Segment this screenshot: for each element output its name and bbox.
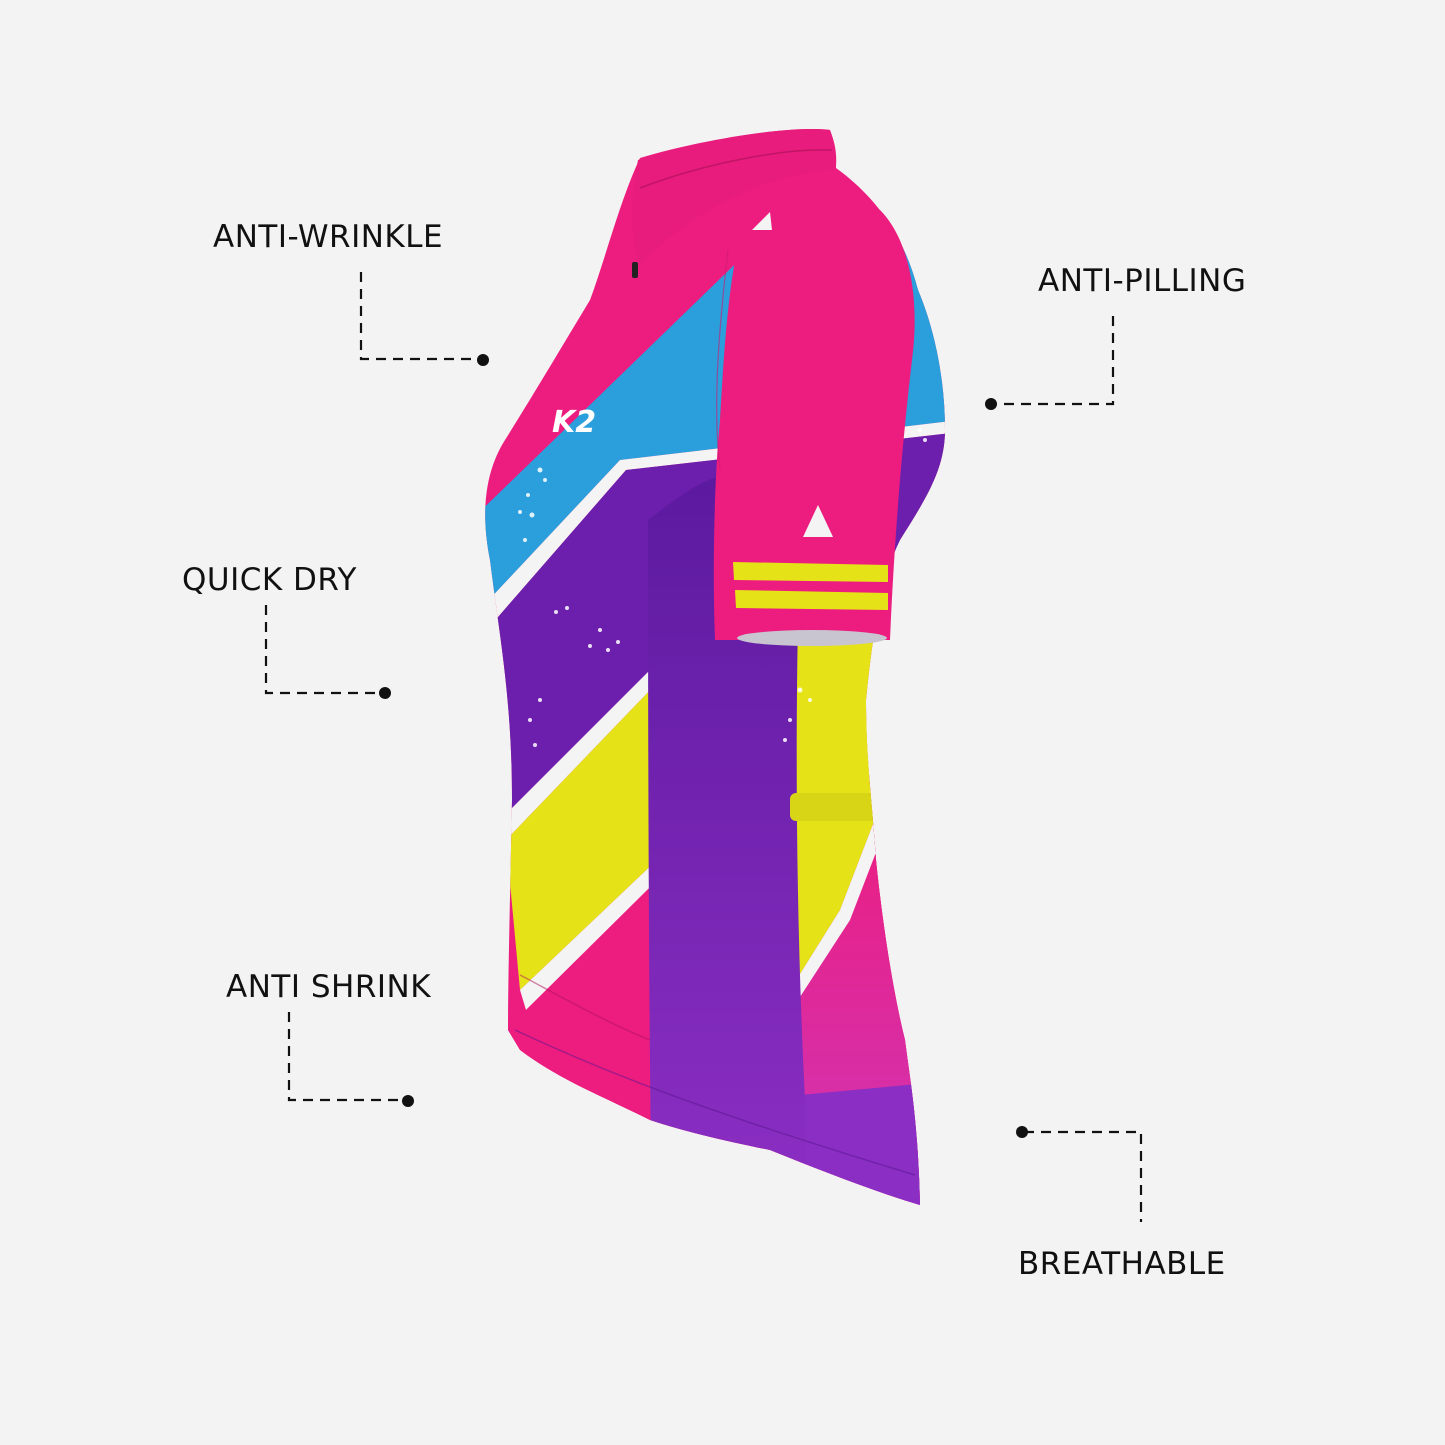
triangle-mark: [752, 212, 772, 230]
feature-label-quick-dry: QUICK DRY: [182, 562, 357, 598]
collar: [632, 129, 836, 265]
callout-dot: [985, 398, 997, 410]
feature-label-anti-wrinkle: ANTI-WRINKLE: [213, 219, 444, 255]
triangle-mark: [803, 505, 833, 537]
callout-breathable: [1024, 1130, 1143, 1222]
feature-label-anti-pilling: ANTI-PILLING: [1038, 263, 1247, 299]
callout-dot: [477, 354, 489, 366]
callout-dot: [379, 687, 391, 699]
sleeve: [713, 196, 915, 640]
callout-anti-shrink: [287, 1012, 406, 1102]
zipper-pull: [632, 262, 638, 278]
callout-dot: [1016, 1126, 1028, 1138]
callout-dot: [402, 1095, 414, 1107]
feature-label-breathable: BREATHABLE: [1018, 1246, 1226, 1282]
callout-anti-pilling: [993, 316, 1115, 406]
feature-label-anti-shrink: ANTI SHRINK: [226, 969, 432, 1005]
cuff-stripe: [735, 590, 888, 610]
cuff-stripe: [733, 562, 888, 582]
callout-anti-wrinkle: [359, 272, 482, 361]
cuff-opening: [737, 630, 887, 646]
brand-logo: K2: [552, 405, 596, 440]
sparkle-dots: [518, 428, 927, 747]
callout-quick-dry: [264, 605, 384, 695]
